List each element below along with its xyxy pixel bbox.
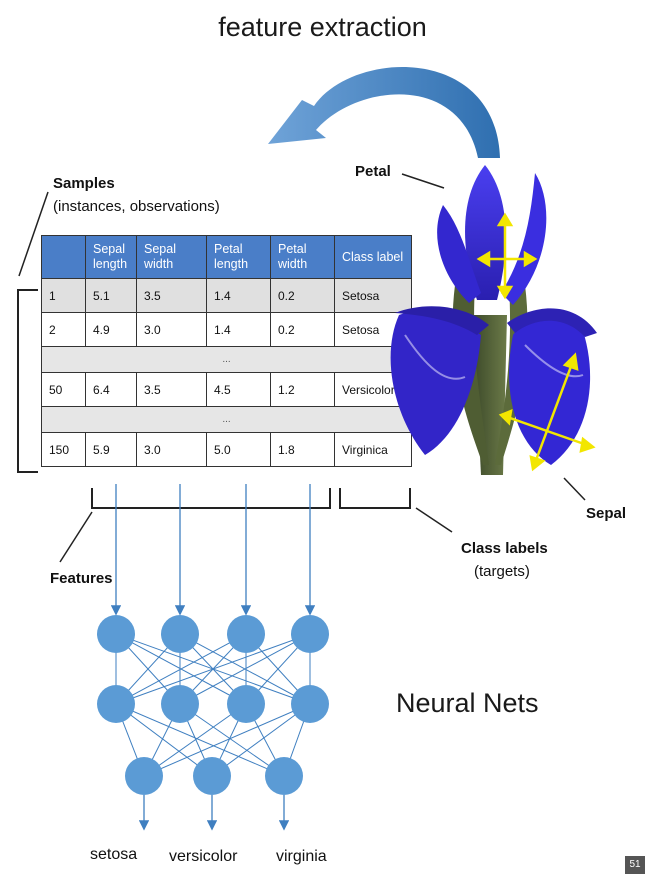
hidden-node — [97, 685, 135, 723]
ellipsis-cell: ... — [41, 346, 412, 373]
page-number-badge: 51 — [625, 856, 645, 874]
cell-sepal-length: 5.9 — [85, 432, 137, 467]
cell-class: Setosa — [334, 278, 412, 313]
features-label: Features — [50, 570, 113, 587]
connection-line — [179, 633, 311, 705]
connection-line — [115, 703, 285, 777]
iris-flower-illustration — [390, 165, 597, 475]
connection-line — [179, 703, 285, 777]
table-header-row: Sepal length Sepal width Petal length Pe… — [41, 235, 412, 279]
header-cell-sepal-length: Sepal length — [85, 235, 137, 279]
header-cell-sepal-width: Sepal width — [136, 235, 207, 279]
connection-line — [115, 703, 213, 777]
input-node — [291, 615, 329, 653]
output-node — [265, 757, 303, 795]
connection-line — [115, 633, 247, 705]
output-label-setosa: setosa — [90, 846, 138, 863]
diagram-title: feature extraction — [218, 12, 427, 42]
header-cell-class-label: Class label — [334, 235, 412, 279]
connection-line — [115, 633, 311, 705]
ellipsis-cell: ... — [41, 406, 412, 433]
sepal-label: Sepal — [586, 505, 627, 522]
cell-petal-width: 1.2 — [270, 372, 335, 407]
cell-id: 150 — [41, 432, 86, 467]
input-node — [227, 615, 265, 653]
samples-sublabel: (instances, observations) — [53, 198, 220, 215]
petal-label: Petal — [355, 163, 391, 180]
hidden-node — [161, 685, 199, 723]
cell-class: Virginica — [334, 432, 412, 467]
hidden-node — [227, 685, 265, 723]
class-labels-sublabel: (targets) — [474, 563, 530, 580]
cell-sepal-width: 3.5 — [136, 372, 207, 407]
table-row: 150 5.9 3.0 5.0 1.8 Virginica — [41, 432, 412, 467]
output-node — [125, 757, 163, 795]
cell-sepal-width: 3.0 — [136, 432, 207, 467]
cell-petal-width: 0.2 — [270, 278, 335, 313]
cell-sepal-width: 3.5 — [136, 278, 207, 313]
cell-petal-width: 0.2 — [270, 312, 335, 347]
samples-label: Samples — [53, 175, 115, 192]
output-label-virginia: virginia — [276, 848, 327, 865]
input-node — [97, 615, 135, 653]
connection-line — [143, 703, 311, 777]
output-node — [193, 757, 231, 795]
table-ellipsis-row: ... — [41, 346, 412, 373]
header-cell-index — [41, 235, 86, 279]
iris-data-table: Sepal length Sepal width Petal length Pe… — [41, 235, 412, 467]
header-cell-petal-width: Petal width — [270, 235, 335, 279]
output-label-versicolor: versicolor — [169, 848, 238, 865]
cell-petal-width: 1.8 — [270, 432, 335, 467]
feature-extraction-arrow — [268, 67, 500, 158]
cell-petal-length: 5.0 — [206, 432, 271, 467]
table-ellipsis-row: ... — [41, 406, 412, 433]
cell-id: 1 — [41, 278, 86, 313]
class-labels-label: Class labels — [461, 540, 548, 557]
neural-nets-label: Neural Nets — [396, 688, 539, 718]
hidden-node — [291, 685, 329, 723]
input-node — [161, 615, 199, 653]
connection-line — [211, 703, 311, 777]
connection-line — [143, 703, 247, 777]
cell-sepal-length: 5.1 — [85, 278, 137, 313]
